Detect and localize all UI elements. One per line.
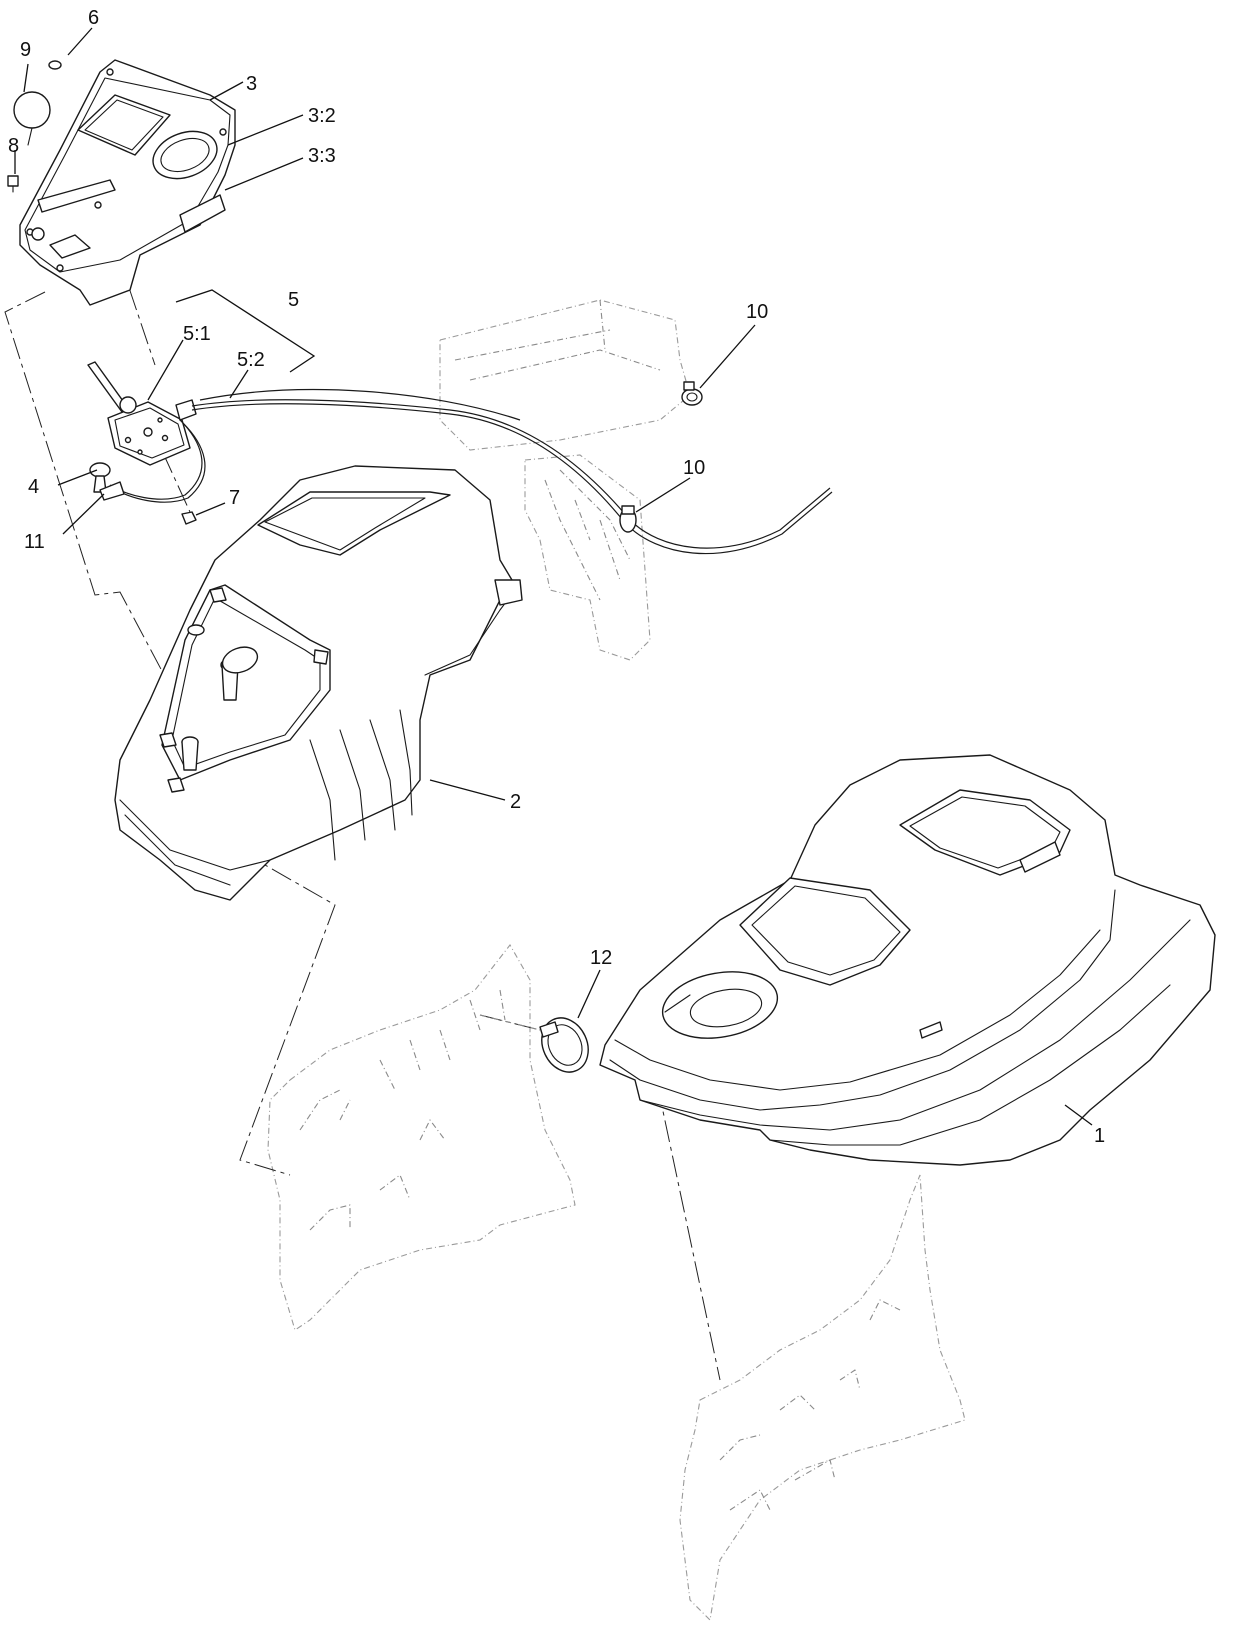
fender-seat-base <box>599 754 1216 1166</box>
callout-4: 4 <box>28 476 39 498</box>
callout-2: 2 <box>510 791 521 813</box>
callout-3: 3 <box>246 73 257 95</box>
callout-1: 1 <box>1094 1125 1105 1147</box>
ghost-frame-panel-left <box>267 944 576 1331</box>
mounting-bolt <box>7 175 19 193</box>
control-panel-plate <box>19 59 236 306</box>
cable-tie-lower <box>619 505 637 533</box>
callout-3-3: 3:3 <box>308 145 336 167</box>
ghost-frame-panel-right <box>679 1174 966 1622</box>
lock-nut <box>181 511 197 525</box>
hose-clamp <box>479 1014 589 1073</box>
top-panel-recess <box>257 491 451 556</box>
cable-tie-upper <box>681 381 703 406</box>
console-housing <box>114 465 523 901</box>
gauge-opening <box>152 130 218 180</box>
screen-cutout <box>77 94 171 156</box>
callout-10-upper: 10 <box>746 301 768 323</box>
callout-5-1: 5:1 <box>183 323 211 345</box>
callout-12: 12 <box>590 947 612 969</box>
cylinder-opening <box>661 971 779 1039</box>
cup-holder <box>739 877 911 986</box>
callout-5: 5 <box>288 289 299 311</box>
leader-lines <box>14 27 1093 1126</box>
decal-slot <box>179 194 226 233</box>
callout-labels: 1 2 3 3:2 3:3 4 5 5:1 5:2 6 7 8 9 10 10 … <box>8 7 1105 1147</box>
knob-ball <box>13 91 51 146</box>
callout-7: 7 <box>229 487 240 509</box>
push-button-switch <box>89 462 111 493</box>
throttle-cable-assembly <box>87 361 833 555</box>
knob-cap <box>48 60 62 70</box>
callout-9: 9 <box>20 39 31 61</box>
fender-lid <box>899 789 1071 876</box>
callout-8: 8 <box>8 135 19 157</box>
throttle-slot <box>37 179 116 213</box>
callout-11: 11 <box>24 531 45 553</box>
small-window <box>49 234 91 259</box>
callout-6: 6 <box>88 7 99 29</box>
cable-fitting <box>99 481 125 501</box>
callout-5-2: 5:2 <box>237 349 265 371</box>
callout-3-2: 3:2 <box>308 105 336 127</box>
callout-10-lower: 10 <box>683 457 705 479</box>
